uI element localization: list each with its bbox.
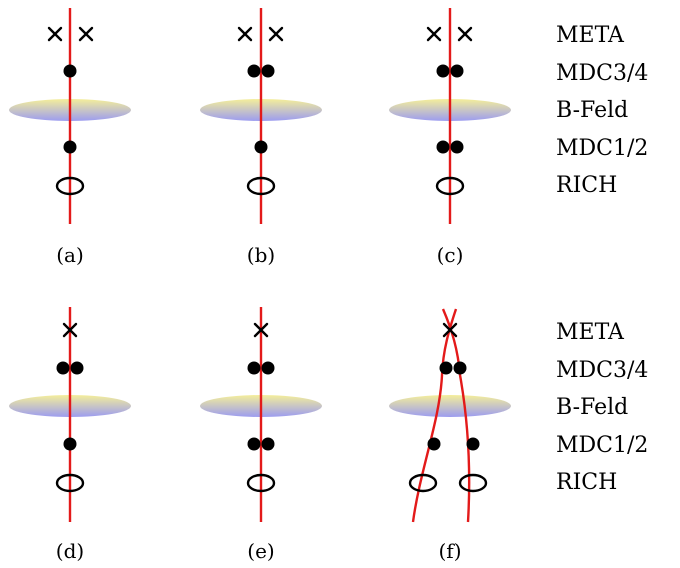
rich-ring [458, 473, 488, 493]
mdc34-hit-dot [247, 361, 261, 375]
panel-label: (f) [438, 539, 461, 563]
mdc12-hit-dot [436, 140, 450, 154]
meta-hit-cross [237, 26, 253, 42]
mdc34-hit-dot [453, 361, 467, 375]
meta-hit-cross [78, 26, 94, 42]
panel-a: (a) [9, 8, 131, 267]
detector-labels-bottom: META MDC3/4 B-Feld MDC1/2 RICH [556, 320, 648, 495]
detector-label-rich: RICH [556, 470, 617, 495]
detector-label-bfield: B-Feld [556, 395, 628, 420]
panel-d: (d) [9, 307, 131, 563]
panel-label: (b) [247, 243, 275, 267]
meta-hit-cross [442, 322, 458, 338]
meta-hit-cross [268, 26, 284, 42]
meta-hit-cross [62, 322, 78, 338]
mdc34-hit-dot [63, 64, 77, 78]
mdc34-hit-dot [70, 361, 84, 375]
mdc12-hit-dot [254, 140, 268, 154]
magnetic-field-region [389, 395, 511, 417]
mdc12-hit-dot [247, 437, 261, 451]
rich-ring [55, 176, 85, 196]
meta-hit-cross [47, 26, 63, 42]
panel-label: (c) [437, 243, 464, 267]
detector-label-meta: META [556, 320, 625, 345]
mdc12-hit-dot [261, 437, 275, 451]
detector-label-rich: RICH [556, 173, 617, 198]
mdc34-hit-dot [450, 64, 464, 78]
rich-ring [246, 176, 276, 196]
panel-label: (a) [56, 243, 84, 267]
mdc12-hit-dot [63, 140, 77, 154]
mdc34-hit-dot [261, 361, 275, 375]
detector-label-mdc34: MDC3/4 [556, 358, 648, 383]
mdc34-hit-dot [439, 361, 453, 375]
meta-hit-cross [457, 26, 473, 42]
mdc34-hit-dot [247, 64, 261, 78]
panel-e: (e) [200, 307, 322, 563]
mdc12-hit-dot [450, 140, 464, 154]
detector-label-bfield: B-Feld [556, 98, 628, 123]
meta-hit-cross [426, 26, 442, 42]
detector-labels-top: META MDC3/4 B-Feld MDC1/2 RICH [556, 23, 648, 198]
rich-ring [435, 176, 465, 196]
detector-label-mdc12: MDC1/2 [556, 433, 648, 458]
mdc34-hit-dot [261, 64, 275, 78]
mdc12-hit-dot [63, 437, 77, 451]
detector-label-mdc12: MDC1/2 [556, 136, 648, 161]
rich-ring [246, 473, 276, 493]
panel-b: (b) [200, 8, 322, 267]
rich-ring [408, 473, 438, 493]
meta-hit-cross [253, 322, 269, 338]
mdc12-hit-dot [466, 437, 480, 451]
mdc12-hit-dot [427, 437, 441, 451]
panel-label: (d) [56, 539, 84, 563]
panel-label: (e) [247, 539, 274, 563]
panel-c: (c) [389, 8, 511, 267]
mdc34-hit-dot [56, 361, 70, 375]
mdc34-hit-dot [436, 64, 450, 78]
detector-label-meta: META [556, 23, 625, 48]
panel-f: (f) [389, 308, 511, 563]
rich-ring [55, 473, 85, 493]
detector-label-mdc34: MDC3/4 [556, 61, 648, 86]
